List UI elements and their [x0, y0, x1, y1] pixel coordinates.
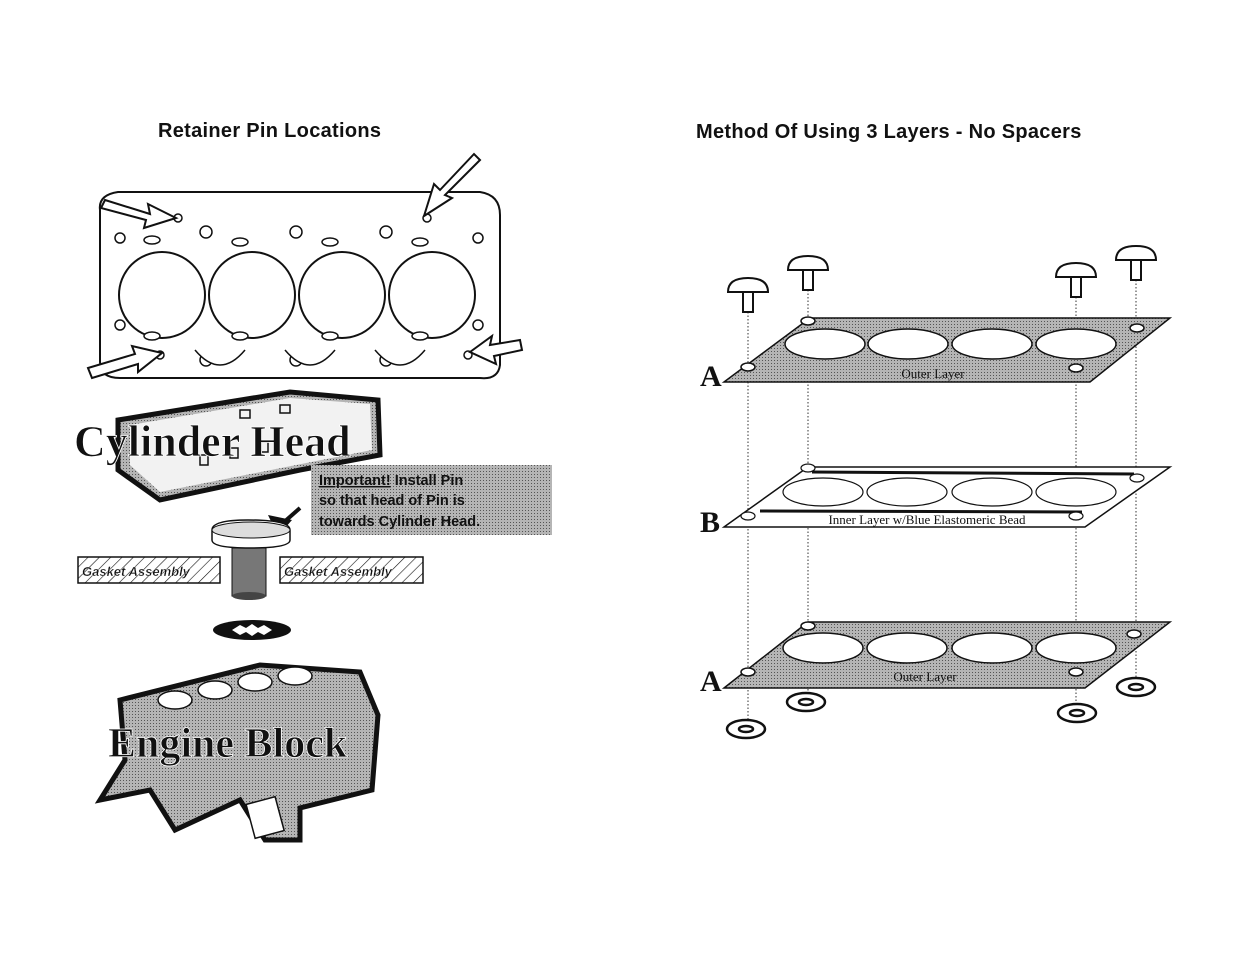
retainer-pin-locations-title: Retainer Pin Locations: [158, 120, 382, 142]
arrow-icon: [422, 152, 482, 219]
pin-icon: [1054, 261, 1098, 298]
star-washer-icon: [1056, 702, 1098, 724]
arrow-icon: [99, 198, 179, 230]
pin-icon: [786, 254, 830, 291]
important-emphasis: Important!: [319, 473, 391, 489]
svg-text:Gasket Assembly: Gasket Assembly: [82, 564, 191, 579]
svg-text:Inner Layer w/Blue Elastomeric: Inner Layer w/Blue Elastomeric Bead: [828, 512, 1026, 527]
svg-text:so that head of Pin is: so that head of Pin is: [319, 493, 465, 509]
layer-letter: A: [700, 360, 722, 393]
head-gasket-outline: [98, 191, 501, 380]
cylinder-bore-4: [388, 251, 476, 339]
cylinder-head-illustration: Cylinder Head: [74, 389, 383, 503]
star-washers: [725, 676, 1157, 740]
outer-layer-top: Outer Layer A: [700, 316, 1173, 393]
layer-letter: A: [700, 665, 722, 698]
star-washer-icon: [785, 691, 827, 713]
cylinder-bore-1: [118, 251, 206, 339]
arrow-icon: [468, 333, 524, 366]
star-washer-icon: [1115, 676, 1157, 698]
gasket-assembly-left: Gasket Assembly: [77, 556, 221, 584]
engine-block-label: Engine Block: [108, 721, 348, 767]
star-washer-icon: [213, 620, 291, 640]
cylinder-bore-3: [298, 251, 386, 339]
three-layers-title: Method Of Using 3 Layers - No Spacers: [696, 121, 1082, 143]
retainer-pins: [726, 244, 1158, 313]
outer-layer-bottom: Outer Layer A: [700, 621, 1173, 698]
cylinder-head-label: Cylinder Head: [74, 417, 351, 466]
star-washer-icon: [725, 718, 767, 740]
arrow-icon: [86, 344, 165, 380]
cylinder-bore-2: [208, 251, 296, 339]
gasket-assembly-right: Gasket Assembly: [279, 556, 424, 584]
pin-icon: [1114, 244, 1158, 281]
inner-layer: Inner Layer w/Blue Elastomeric Bead B: [700, 463, 1173, 539]
engine-block-illustration: Engine Block: [94, 662, 381, 843]
pin-location-arrows: [86, 152, 524, 380]
svg-text:towards Cylinder Head.: towards Cylinder Head.: [319, 514, 480, 530]
svg-text:Gasket Assembly: Gasket Assembly: [284, 564, 393, 579]
svg-text:Outer Layer: Outer Layer: [893, 669, 957, 684]
layer-letter: B: [700, 506, 720, 539]
svg-text:Important! Install Pin: Important! Install Pin: [319, 473, 463, 489]
important-note: Important! Install Pin so that head of P…: [311, 465, 552, 535]
svg-text:Outer Layer: Outer Layer: [901, 366, 965, 381]
pin-icon: [726, 276, 770, 313]
retainer-pin-illustration: [211, 506, 302, 600]
